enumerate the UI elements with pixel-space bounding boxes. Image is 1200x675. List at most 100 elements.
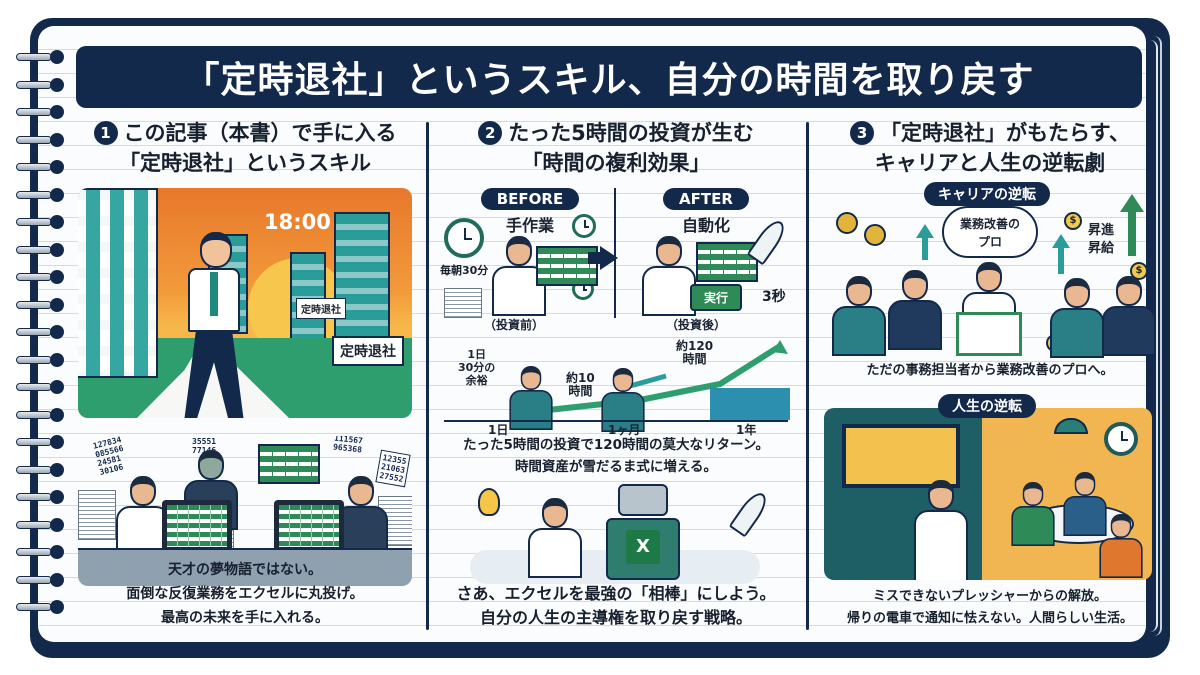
- caption-line: 天才の夢物語ではない。: [168, 562, 322, 578]
- rocket-icon: [728, 488, 772, 538]
- leaving-office-illustration: 18:00 定時退社 定時退社: [78, 188, 412, 418]
- thought-bubble: 業務改善の プロ: [942, 206, 1038, 258]
- spreadsheet-icon: [696, 242, 758, 282]
- arrow-right-icon: [600, 246, 618, 270]
- clapping-colleague-figure: [1100, 276, 1158, 356]
- binder-ring: [14, 407, 64, 422]
- binder-ring: [14, 352, 64, 367]
- after-panel: AFTER 自動化: [626, 188, 786, 236]
- section-number-badge: 3: [850, 121, 875, 145]
- heading-line: 「時間の複利効果」: [521, 151, 711, 175]
- caption-line: 帰りの電車で通知に怯えない。人間らしい生活。: [846, 611, 1133, 626]
- binder-ring: [14, 600, 64, 614]
- life-tag: 人生の逆転: [938, 394, 1036, 418]
- movie-screen: [842, 424, 960, 488]
- before-note: （投資前）: [484, 318, 545, 332]
- caption-line: 最高の未来を手に入れる。: [161, 610, 329, 626]
- binder-ring: [14, 50, 64, 64]
- time-display: 18:00: [264, 210, 331, 234]
- caption-line: 面倒な反復業務をエクセルに丸投げ。: [126, 586, 364, 602]
- stressed-worker-figure: [114, 476, 172, 556]
- column-divider: [426, 122, 429, 630]
- heading-line: 「定時退社」というスキル: [119, 151, 371, 175]
- lightbulb-icon: [478, 488, 500, 516]
- binder-ring: [14, 77, 64, 92]
- promotion-label: 昇進 昇給: [1088, 223, 1115, 256]
- wall-clock-icon: [1104, 422, 1138, 456]
- section-3: 3「定時退社」がもたらす、 キャリアと人生の逆転劇 業務改善の プロ 昇進 昇給…: [820, 118, 1160, 638]
- career-tag: キャリアの逆転: [924, 182, 1050, 206]
- arrow-up-icon: [1128, 212, 1136, 256]
- confident-worker-figure: [526, 498, 584, 578]
- column-divider: [806, 122, 809, 630]
- page-edge: [1148, 36, 1162, 636]
- run-button[interactable]: 実行: [690, 284, 743, 311]
- office-desk: [78, 548, 412, 586]
- paper-stack: [78, 490, 116, 540]
- before-label: BEFORE: [480, 188, 580, 210]
- binder-ring: [14, 270, 64, 284]
- city-building: [290, 252, 326, 342]
- certificate-icon: [956, 312, 1022, 356]
- coin-icon: $: [1064, 212, 1082, 230]
- spiral-binding: [14, 50, 64, 630]
- computer-monitor: [274, 500, 344, 552]
- caption-line: さあ、エクセルを最強の「相棒」にしよう。: [456, 584, 776, 603]
- section-2-caption: さあ、エクセルを最強の「相棒」にしよう。 自分の人生の主導権を取り戻す戦略。: [440, 582, 792, 630]
- section-number-badge: 2: [478, 121, 503, 145]
- number-note: 123378111567965368: [332, 436, 365, 455]
- family-member-figure: [1098, 514, 1144, 578]
- tick-day: 1日: [488, 423, 509, 437]
- computer-monitor: [162, 500, 232, 552]
- heading-line: 「定時退社」がもたらす、: [880, 121, 1130, 145]
- heading-line: たった5時間の投資が生む: [508, 121, 754, 145]
- spreadsheet-icon: [536, 246, 598, 286]
- caption-line: たった5時間の投資で120時間の莫大なリターン。: [462, 437, 770, 453]
- arrow-right-icon: [588, 252, 602, 264]
- section-3-heading: 3「定時退社」がもたらす、 キャリアと人生の逆転劇: [820, 118, 1160, 178]
- binder-ring: [14, 215, 64, 229]
- caption-line: 自分の人生の主導権を取り戻す戦略。: [479, 608, 752, 627]
- before-panel: BEFORE 手作業: [450, 188, 610, 236]
- section-2-mid-caption: たった5時間の投資で120時間の莫大なリターン。 時間資産が雪だるま式に増える。: [440, 434, 792, 478]
- binder-ring: [14, 545, 64, 559]
- stressed-worker-figure: [490, 236, 548, 316]
- after-label: AFTER: [663, 188, 749, 210]
- after-time-label: 3秒: [762, 289, 786, 305]
- section-number-badge: 1: [93, 121, 118, 145]
- life-caption: ミスできないプレッシャーからの解放。 帰りの電車で通知に怯えない。人間らしい生活…: [820, 586, 1160, 630]
- arrow-up-icon: [1052, 234, 1070, 248]
- reading-woman-figure: [600, 368, 646, 432]
- title-banner: 「定時退社」というスキル、自分の時間を取り戻す: [76, 46, 1142, 108]
- page-title: 「定時退社」というスキル、自分の時間を取り戻す: [183, 60, 1035, 101]
- growth-trend-line: [529, 340, 788, 415]
- family-member-figure: [1062, 472, 1108, 536]
- free-worker-figure: [912, 480, 970, 580]
- caption-line: ミスできないプレッシャーからの解放。: [872, 589, 1107, 604]
- binder-ring: [14, 187, 64, 202]
- medal-icon: [836, 212, 858, 234]
- relaxing-woman-figure: [508, 366, 554, 430]
- binder-ring: [14, 462, 64, 477]
- arrow-up-icon: [916, 224, 934, 238]
- spreadsheet-icon: [258, 444, 320, 484]
- before-time-label: 毎朝30分: [440, 264, 489, 277]
- binder-ring: [14, 297, 64, 312]
- arrow-up-icon: [1120, 194, 1144, 212]
- clapping-colleague-figure: [830, 276, 888, 356]
- happy-worker-figure: [174, 232, 254, 418]
- after-subtitle: 自動化: [681, 216, 730, 235]
- excel-logo-icon: X: [626, 530, 660, 564]
- office-building: [78, 188, 158, 378]
- after-note: （投資後）: [666, 318, 727, 332]
- career-reversal-illustration: 業務改善の プロ 昇進 昇給 $ $ $: [820, 184, 1160, 360]
